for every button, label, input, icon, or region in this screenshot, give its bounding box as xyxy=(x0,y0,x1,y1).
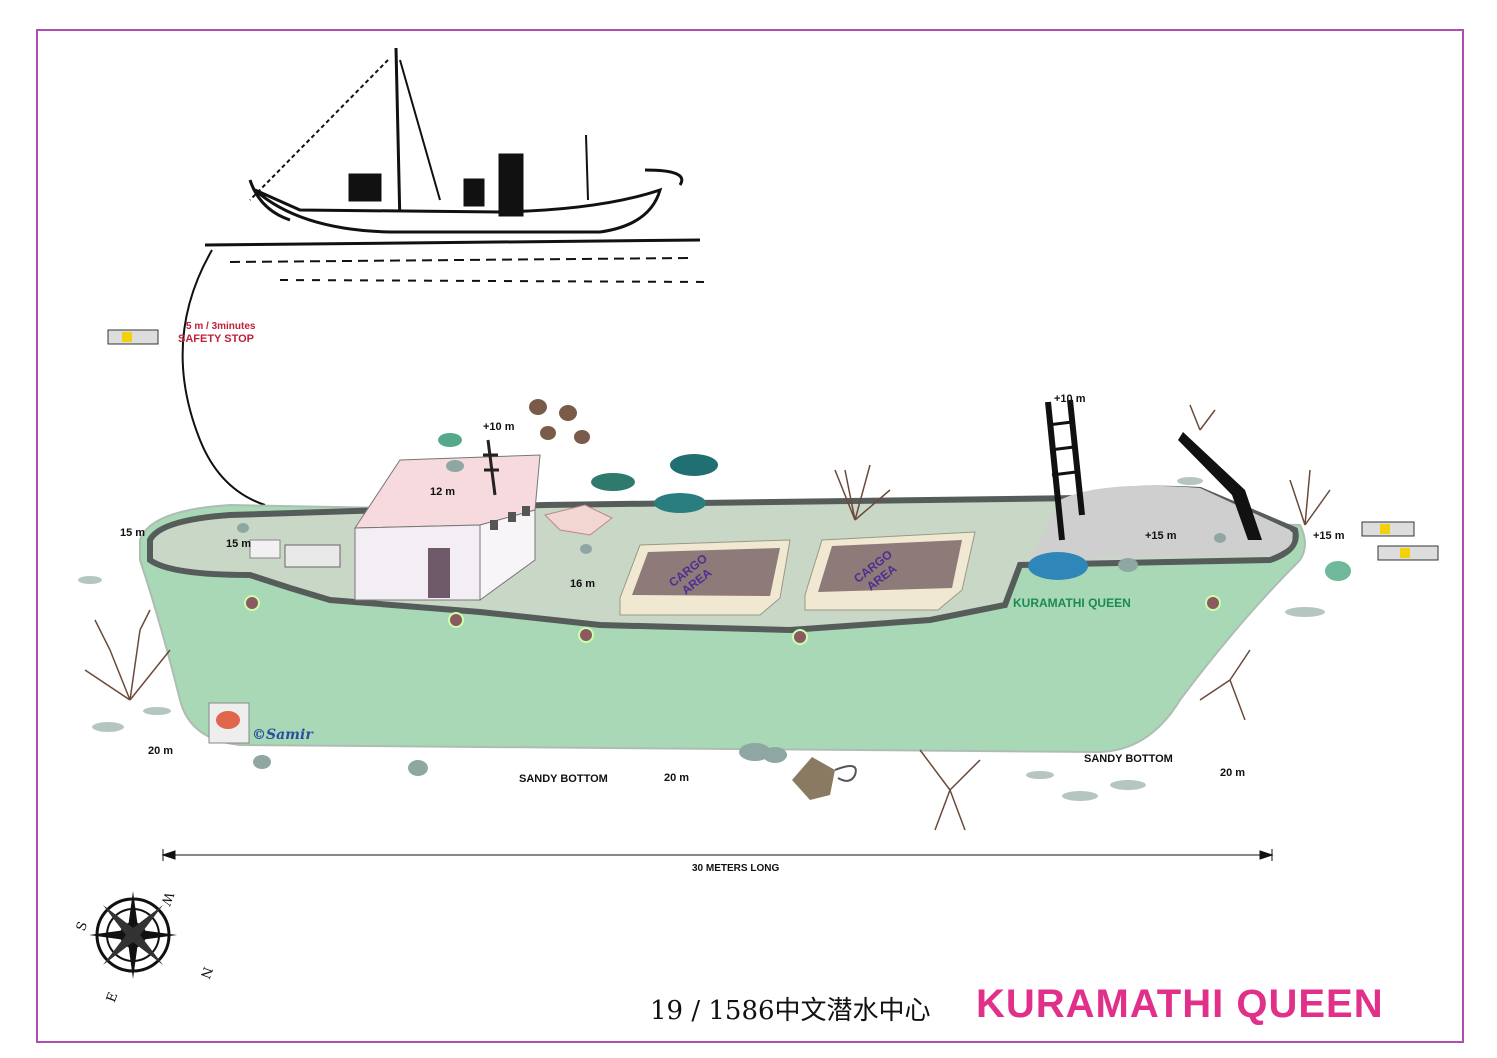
page-frame xyxy=(36,29,1464,1043)
corals xyxy=(84,404,1331,831)
length-label: 30 METERS LONG xyxy=(692,863,780,874)
depth-mast-rear-label: +10 m xyxy=(1054,393,1086,405)
depth-bottom-mid-label: 20 m xyxy=(664,772,690,784)
depth-stern-right-label: +15 m xyxy=(1313,530,1345,542)
rocks xyxy=(237,460,1226,776)
divers-safety-stop xyxy=(107,329,159,345)
fish-school xyxy=(78,399,1351,801)
depth-mast-front-label: +10 m xyxy=(483,421,515,433)
depth-bottom-right-label: 20 m xyxy=(1220,767,1246,779)
depth-bottom-left-label: 20 m xyxy=(148,745,174,757)
depth-mid-deck-label: 16 m xyxy=(570,578,596,590)
safety-stop-time-label: 5 m / 3minutes xyxy=(186,321,256,332)
depth-cabin-label: 12 m xyxy=(430,486,456,498)
sandy-bottom-left-label: SANDY BOTTOM xyxy=(519,773,608,785)
deck-stairs xyxy=(544,504,613,536)
stingray xyxy=(792,757,835,800)
safety-stop-label: SAFETY STOP xyxy=(178,333,255,345)
surface-boat xyxy=(204,47,711,283)
divers-stern xyxy=(1361,521,1439,561)
stern-platform xyxy=(1030,485,1293,560)
depth-deck-front-label: 15 m xyxy=(226,538,252,550)
ship-name-label: KURAMATHI QUEEN xyxy=(1013,596,1131,610)
compass-rose xyxy=(89,891,177,979)
depth-bow-left-label: 15 m xyxy=(120,527,146,539)
mast-front xyxy=(483,439,499,496)
mooring-line xyxy=(181,249,266,506)
sandy-bottom-right-label: SANDY BOTTOM xyxy=(1084,753,1173,765)
cabin xyxy=(354,454,541,601)
length-arrow xyxy=(161,849,1274,861)
cargo-area-2 xyxy=(804,531,976,611)
stern-derrick xyxy=(1178,432,1262,540)
portholes xyxy=(244,595,1221,645)
mast-rear xyxy=(1045,399,1085,541)
footer-title: KURAMATHI QUEEN xyxy=(976,982,1384,1026)
footer-code: 19 / 1586中文潜水中心 xyxy=(650,996,931,1026)
front-hatch xyxy=(284,544,341,568)
depth-stern-deck-label: +15 m xyxy=(1145,530,1177,542)
cargo-area-1 xyxy=(619,539,791,616)
signature: ©Samir xyxy=(252,727,313,743)
